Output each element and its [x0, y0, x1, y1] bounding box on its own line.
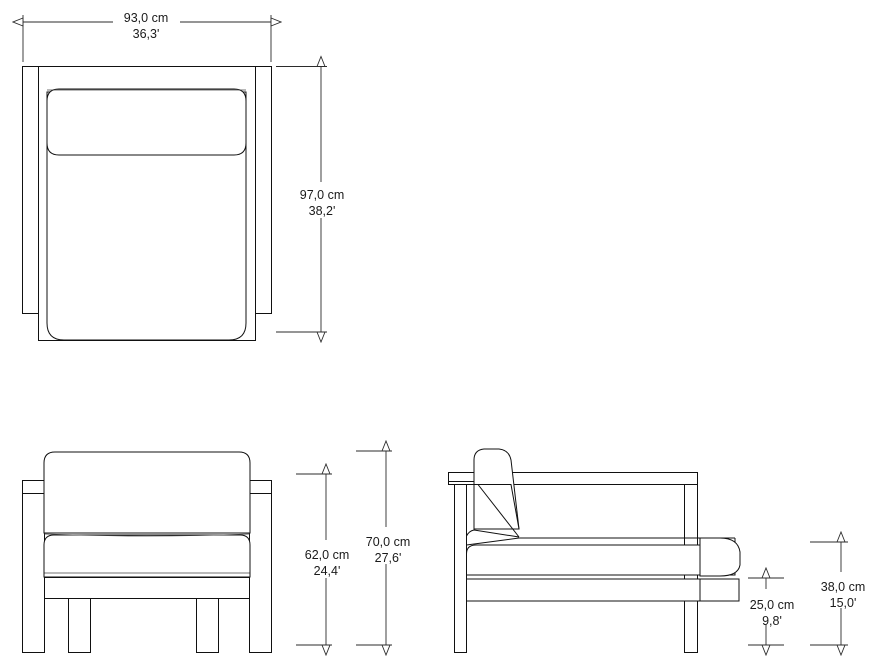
front-seat-cushion: [43, 534, 251, 578]
side-seat-cushion: [466, 544, 736, 576]
front-back-cushion: [43, 451, 251, 534]
dim-62-primary: 62,0 cm: [305, 548, 349, 562]
side-rear-bolster-base: [699, 578, 740, 602]
side-base-apron: [466, 578, 720, 602]
side-back-slant: [477, 484, 520, 538]
side-back-panel: [466, 484, 520, 530]
front-view: [22, 451, 272, 653]
dimension-seat-back-height: 62,0 cm 24,4': [296, 474, 349, 645]
dim-25-primary: 25,0 cm: [750, 598, 794, 612]
dim-height-plan-primary: 97,0 cm: [300, 188, 344, 202]
front-leg-left-inner: [68, 598, 91, 653]
dim-38-secondary: 15,0': [830, 596, 857, 610]
side-seat-top-contour: [466, 537, 735, 546]
side-view: [448, 448, 741, 653]
dimension-seat-height: 25,0 cm 9,8': [748, 578, 794, 645]
front-left-arm-post: [22, 480, 45, 653]
side-rear-bolster: [699, 537, 741, 577]
front-leg-right-inner: [196, 598, 219, 653]
side-front-post: [454, 484, 467, 653]
dimension-height-plan: 97,0 cm 38,2': [276, 67, 344, 333]
side-backrest-lower: [466, 529, 520, 538]
dim-height-plan-secondary: 38,2': [309, 204, 336, 218]
dim-70-primary: 70,0 cm: [366, 535, 410, 549]
front-base-apron: [44, 577, 250, 599]
plan-right-rail: [255, 66, 272, 314]
dim-width-secondary: 36,3': [133, 27, 160, 41]
dimension-arm-height: 38,0 cm 15,0': [810, 542, 865, 645]
front-back-seam: [44, 533, 250, 537]
dim-25-secondary: 9,8': [762, 614, 782, 628]
dim-width-primary: 93,0 cm: [124, 11, 168, 25]
front-right-arm-post: [249, 480, 272, 653]
dim-62-secondary: 24,4': [314, 564, 341, 578]
dimension-total-height: 70,0 cm 27,6': [356, 451, 410, 645]
dim-70-secondary: 27,6': [375, 551, 402, 565]
dim-38-primary: 38,0 cm: [821, 580, 865, 594]
dimension-width-top: 93,0 cm 36,3': [23, 11, 271, 62]
top-view: [22, 66, 272, 341]
plan-back-cushion: [46, 88, 247, 156]
plan-left-rail: [22, 66, 39, 314]
